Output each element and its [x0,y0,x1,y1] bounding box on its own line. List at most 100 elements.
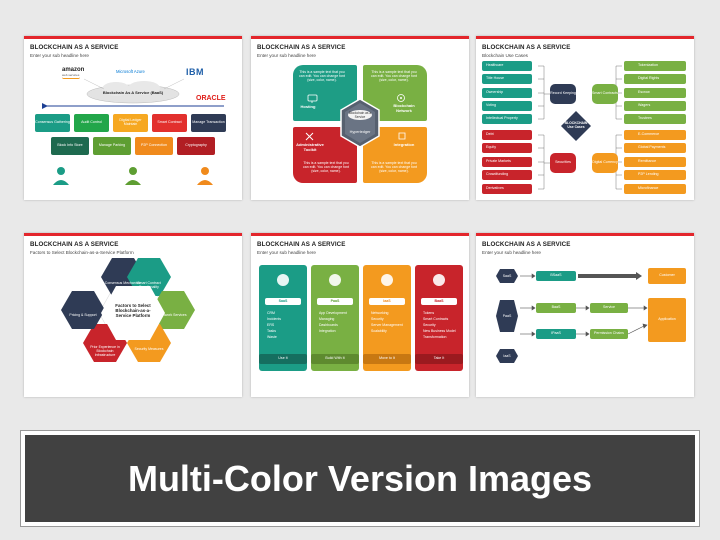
service-block-info-store[interactable]: Block Info Store [51,137,89,155]
paas-item: App Development [319,311,347,315]
slide-factors-hexagons[interactable]: BLOCKCHAIN AS A SERVICE Factors to Selec… [24,233,242,397]
slide-subtitle: Blockchain Use Cases [482,53,528,58]
column-cloud-icons [277,274,445,286]
service-audit-control[interactable]: Audit Control [74,114,109,132]
slide-subtitle: Enter your sub headline here [30,53,89,58]
amazon-logo: amazon [62,67,85,73]
service-manage-parking[interactable]: Manage Parking [93,137,131,155]
slide-title: BLOCKCHAIN AS A SERVICE [30,44,119,51]
network-icon [397,94,405,102]
hub-record-keeping[interactable]: Record Keeping [550,84,576,104]
flow-ipaas[interactable]: IPaaS [536,329,576,339]
label-integration: Integration [393,142,415,147]
saas-footer[interactable]: Use It [259,354,307,364]
usecase-healthcare[interactable]: Healthcare [482,61,532,71]
azure-logo: Microsoft Azure [116,69,145,74]
paas-cloud-icon [329,274,341,286]
flow-permission-chains[interactable]: Permission Chains [590,329,628,339]
slide-baas-quadrants[interactable]: BLOCKCHAIN AS A SERVICE Enter your sub h… [251,36,469,200]
service-consensus-gathering[interactable]: Consensus Gathering [35,114,70,132]
baas-heading: BaaS [421,298,457,305]
usecase-ecommerce[interactable]: E-Commerce [624,130,686,140]
flow-customer[interactable]: Customer [648,268,686,284]
factors-center-label: Factors to Select Blockchain-as-a-Servic… [115,303,151,318]
label-admin-toolkit: Administrative Toolkit [296,142,324,152]
cloud-connector-graphic [42,78,224,109]
saas-cloud-icon [277,274,289,286]
usecase-voting[interactable]: Voting [482,101,532,111]
iaas-item: Scalability [371,329,387,333]
center-baas-label: Blockchain as a Service [348,111,372,119]
usecase-remittance[interactable]: Remittance [624,157,686,167]
service-p2p-connection[interactable]: P2P Connection [135,137,173,155]
slide-subtitle: Enter your sub headline here [482,250,541,255]
usecase-equity[interactable]: Equity [482,143,532,153]
flow-application[interactable]: Application [648,298,686,342]
amazon-smile-icon [62,77,80,79]
flow-left-saas: SaaS [502,274,512,278]
paas-footer[interactable]: Build With It [311,354,359,364]
slide-flow-diagram[interactable]: BLOCKCHAIN AS A SERVICE Enter your sub h… [476,233,694,397]
hex-label-pricing: Pricing & Support [69,313,97,317]
flow-left-paas: PaaS [502,314,512,318]
iaas-heading: IaaS [369,298,405,305]
quadrant-icons [305,94,406,148]
baas-item: Smart Contracts [423,317,449,321]
iaas-item: Server Management [371,323,403,327]
banner: Multi-Color Version Images [20,430,700,527]
service-digital-ledger[interactable]: Digital Ledger Maintain [113,114,148,132]
usecase-trustees[interactable]: Trustees [624,114,686,124]
saas-item: ERS [267,323,275,327]
flow-baas[interactable]: BaaS [536,303,576,313]
flow-service[interactable]: Service [590,303,628,313]
usecase-tokenization[interactable]: Tokenization [624,61,686,71]
iaas-footer[interactable]: Move to It [363,354,411,364]
usecase-crowdfunding[interactable]: Crowdfunding [482,170,532,180]
usecase-private-markets[interactable]: Private Markets [482,157,532,167]
hosting-icon [307,94,318,103]
baas-cloud-label: Blockchain As A Service (BaaS) [102,90,164,95]
baas-footer[interactable]: Take It [415,354,463,364]
usecase-derivatives[interactable]: Derivatives [482,184,532,194]
toolkit-sample-text: This is a sample text that you can edit.… [303,161,349,174]
iaas-cloud-icon [381,274,393,286]
amazon-logo-sub: web services [62,73,80,77]
slide-title: BLOCKCHAIN AS A SERVICE [482,241,571,248]
usecase-p2p-lending[interactable]: P2P Lending [624,170,686,180]
usecase-debt[interactable]: Debt [482,130,532,140]
saas-item: CRM [267,311,275,315]
oracle-logo: ORACLE [196,95,226,102]
usecase-escrow[interactable]: Escrow [624,88,686,98]
flow-bsaas[interactable]: BSaaS [536,271,576,281]
slide-service-columns[interactable]: BLOCKCHAIN AS A SERVICE Enter your sub h… [251,233,469,397]
integration-icon [398,132,406,140]
hex-label-security: Security Measures [134,347,164,351]
label-hosting: Hosting [300,104,316,109]
hexagon-ring [61,258,195,362]
hosting-sample-text: This is a sample text that you can edit.… [299,70,345,83]
paas-heading: PaaS [317,298,353,305]
iaas-item: Networking [371,311,389,315]
service-smart-contract[interactable]: Smart Contract [152,114,187,132]
usecase-microfinance[interactable]: Microfinance [624,184,686,194]
flow-left-iaas: IaaS [503,354,511,358]
hub-digital-currency[interactable]: Digital Currency [592,153,618,173]
usecase-digital-rights[interactable]: Digital Rights [624,74,686,84]
usecase-ownership[interactable]: Ownership [482,88,532,98]
center-hyperledger-label: Hyperledger [349,130,371,134]
usecase-wagers[interactable]: Wagers [624,101,686,111]
slide-title: BLOCKCHAIN AS A SERVICE [482,44,571,51]
usecase-intellectual-property[interactable]: Intellectual Property [482,114,532,124]
slide-use-cases[interactable]: BLOCKCHAIN AS A SERVICE Blockchain Use C… [476,36,694,200]
hub-smart-contracts[interactable]: Smart Contracts [592,84,618,104]
service-manage-transaction[interactable]: Manage Transaction [191,114,226,132]
saas-item: Tasks [267,329,276,333]
usecase-title-house[interactable]: Title House [482,74,532,84]
usecase-global-payments[interactable]: Global Payments [624,143,686,153]
saas-item: Waste [267,335,277,339]
hub-securities[interactable]: Securities [550,153,576,173]
service-cryptography[interactable]: Cryptography [177,137,215,155]
hex-label-consensus: Consensus Mechanism [104,281,142,285]
slide-baas-providers[interactable]: BLOCKCHAIN AS A SERVICE Enter your sub h… [24,36,242,200]
toolkit-icon [305,132,314,141]
